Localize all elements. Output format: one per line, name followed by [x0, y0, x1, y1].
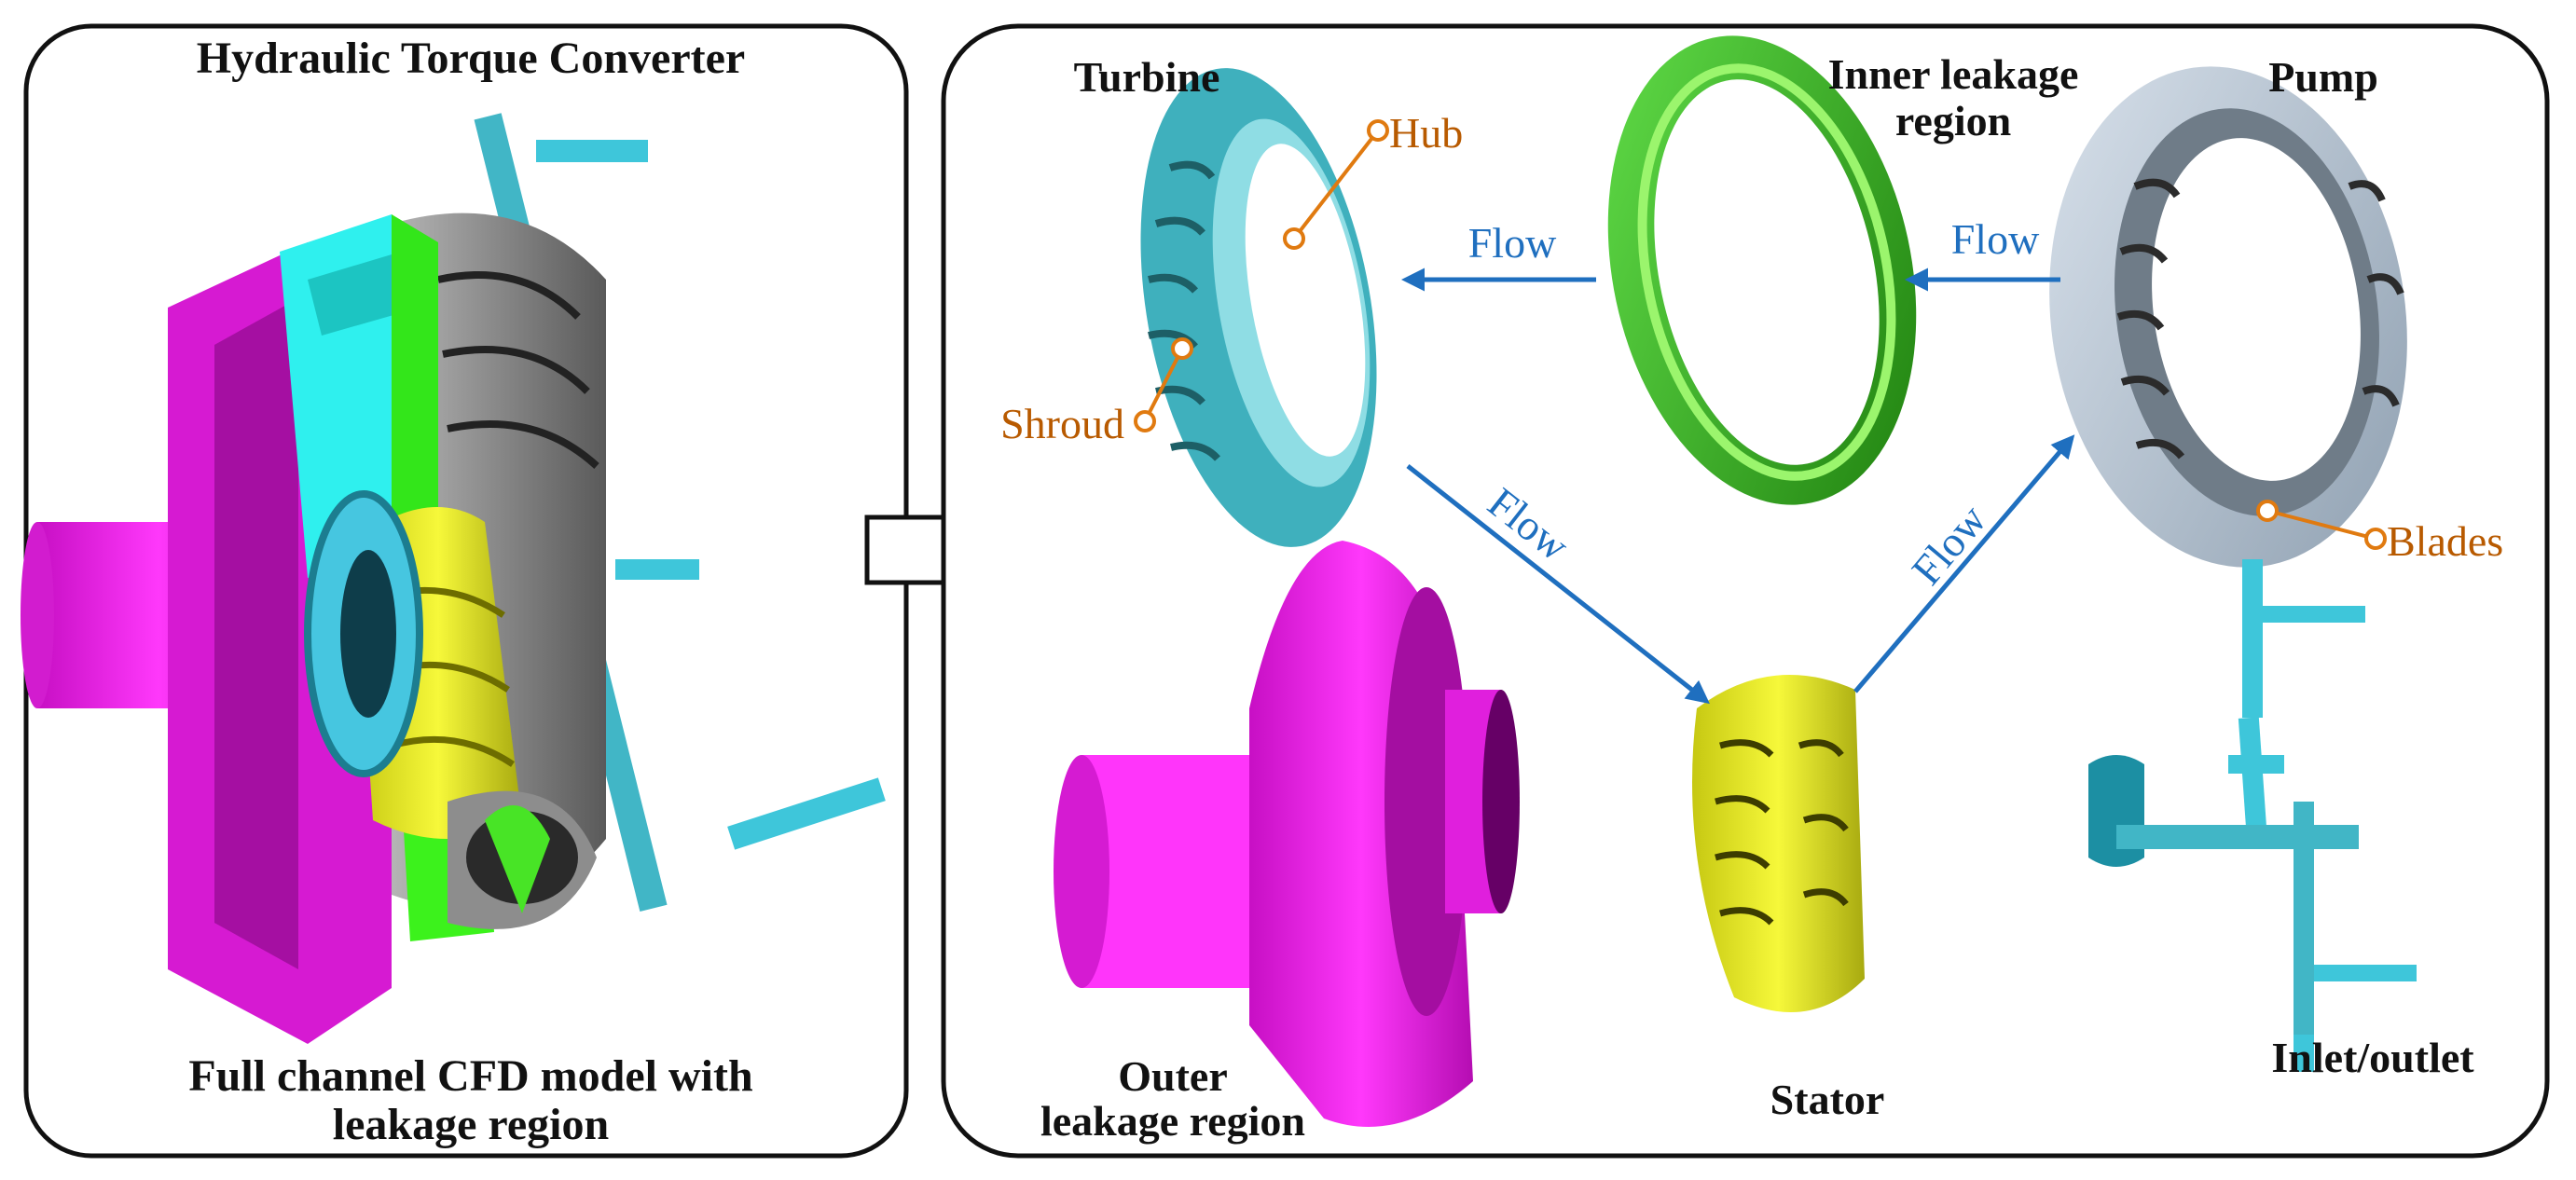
flow-arrow-icon [1406, 464, 1710, 705]
right-panel: Turbine Hub Shroud Inner leakage region [941, 23, 2550, 1159]
outer-leakage-component-image [1054, 541, 1520, 1127]
inlet-outlet-label: Inlet/outlet [2271, 1034, 2474, 1081]
left-panel-caption-line1: Full channel CFD model with [188, 1051, 752, 1101]
callout-marker-icon [1171, 337, 1193, 360]
hub-callout: Hub [1283, 109, 1463, 250]
flow-label: Flow [1951, 215, 2040, 263]
blades-label: Blades [2387, 517, 2503, 565]
inner-leakage-component-image [1607, 35, 1917, 505]
inner-leakage-label-line2: region [1895, 97, 2011, 144]
pump-component-image [2049, 66, 2407, 568]
inlet-outlet-component-image [2088, 559, 2417, 1072]
callout-marker-icon [1283, 227, 1305, 250]
left-panel-caption-line2: leakage region [333, 1100, 609, 1149]
callout-marker-icon [2364, 528, 2387, 550]
left-panel: Hydraulic Torque Converter [21, 23, 909, 1159]
shroud-callout: Shroud [1000, 337, 1193, 447]
outer-leakage-label-line1: Outer [1118, 1052, 1228, 1100]
stator-component-image [1692, 675, 1865, 1012]
callout-marker-icon [1367, 119, 1389, 142]
hub-label: Hub [1389, 109, 1463, 157]
blades-callout: Blades [2256, 500, 2503, 565]
left-panel-title: Hydraulic Torque Converter [197, 34, 745, 83]
stator-label: Stator [1770, 1076, 1885, 1123]
callout-marker-icon [2256, 500, 2279, 522]
inner-leakage-label-line1: Inner leakage [1828, 50, 2079, 98]
turbine-label: Turbine [1074, 53, 1220, 101]
outer-leakage-label-line2: leakage region [1040, 1097, 1305, 1145]
pump-label: Pump [2268, 53, 2378, 101]
shroud-label: Shroud [1000, 400, 1124, 447]
torque-converter-assembly-image [21, 113, 886, 1044]
turbine-component-image [1140, 68, 1377, 547]
flow-label: Flow [1468, 219, 1557, 267]
flow-arrow-icon [1853, 434, 2075, 693]
callout-marker-icon [1134, 410, 1156, 432]
